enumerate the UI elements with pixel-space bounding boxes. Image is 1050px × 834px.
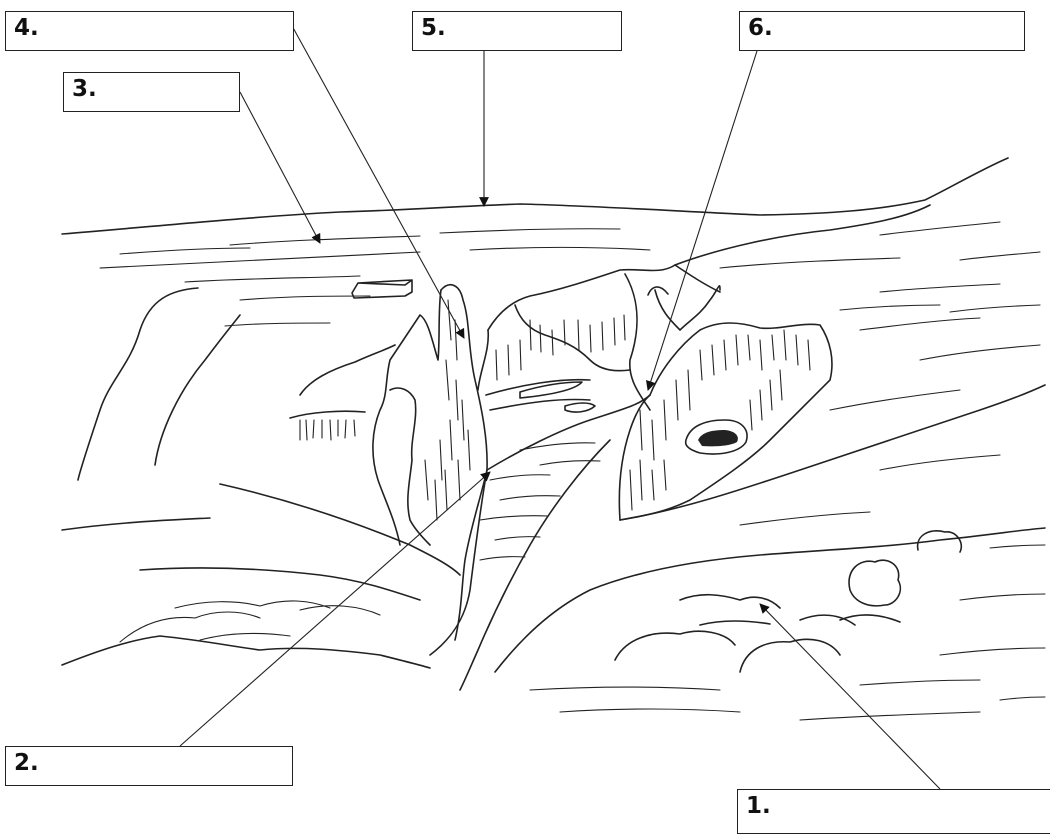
- plateau-skyline: [62, 158, 1008, 234]
- label-box-4[interactable]: 4.: [5, 11, 294, 51]
- lower-right-slope: [620, 385, 1045, 520]
- plateau-strata: [100, 222, 1040, 326]
- label-number-3: 3.: [72, 76, 97, 102]
- label-number-2: 2.: [14, 750, 39, 776]
- left-valley-wall: [78, 288, 198, 480]
- label-box-5[interactable]: 5.: [412, 11, 622, 51]
- label-number-6: 6.: [748, 15, 773, 41]
- lower-left-terraces: [220, 484, 460, 575]
- leader-lines: [180, 24, 940, 789]
- pinnacle-hatching: [425, 300, 470, 520]
- small-shelter: [352, 280, 412, 298]
- leader-2: [180, 472, 490, 746]
- leader-4: [291, 24, 464, 338]
- rock-pinnacle: [441, 285, 487, 640]
- label-number-1: 1.: [746, 793, 771, 819]
- label-box-1[interactable]: 1.: [737, 789, 1050, 834]
- leader-1: [760, 604, 940, 789]
- scree-strata: [480, 443, 600, 560]
- back-cliff-hatching: [496, 315, 625, 380]
- label-box-2[interactable]: 2.: [5, 746, 293, 786]
- leader-3: [240, 92, 320, 243]
- label-box-6[interactable]: 6.: [739, 11, 1025, 51]
- label-number-4: 4.: [14, 15, 39, 41]
- leader-6: [648, 51, 757, 390]
- label-box-3[interactable]: 3.: [63, 72, 240, 112]
- label-number-5: 5.: [421, 15, 446, 41]
